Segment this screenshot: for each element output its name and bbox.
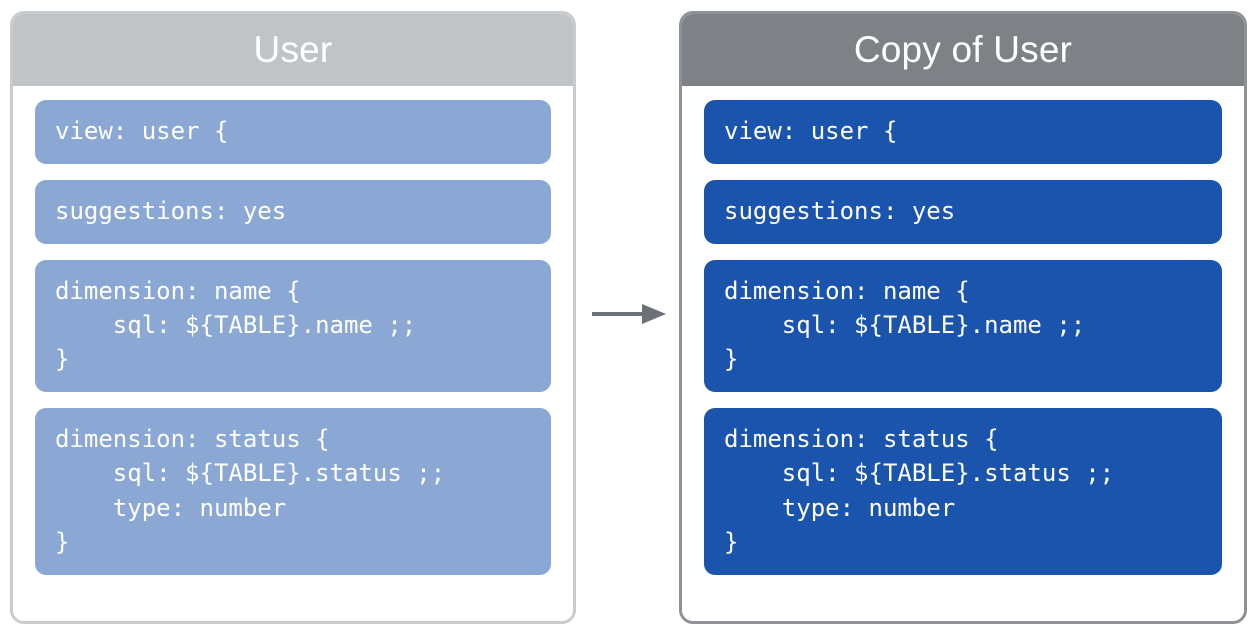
code-block-view-declaration: view: user { xyxy=(35,100,551,165)
code-block-dimension-status: dimension: status { sql: ${TABLE}.status… xyxy=(35,408,551,575)
panel-body-copy: view: user { suggestions: yes dimension:… xyxy=(682,86,1244,621)
code-block-suggestions-parameter: suggestions: yes xyxy=(35,180,551,245)
code-block-dimension-name: dimension: name { sql: ${TABLE}.name ;; … xyxy=(35,260,551,393)
code-block-view-declaration: view: user { xyxy=(704,100,1222,165)
panel-title-source: User xyxy=(13,14,573,86)
panel-body-source: view: user { suggestions: yes dimension:… xyxy=(13,86,573,621)
code-block-dimension-name: dimension: name { sql: ${TABLE}.name ;; … xyxy=(704,260,1222,393)
right-arrow-icon xyxy=(592,303,666,325)
panel-title-copy: Copy of User xyxy=(682,14,1244,86)
panel-copy-of-user: Copy of User view: user { suggestions: y… xyxy=(679,11,1247,624)
code-block-suggestions-parameter: suggestions: yes xyxy=(704,180,1222,245)
code-block-dimension-status: dimension: status { sql: ${TABLE}.status… xyxy=(704,408,1222,575)
panel-source-user: User view: user { suggestions: yes dimen… xyxy=(10,11,576,624)
